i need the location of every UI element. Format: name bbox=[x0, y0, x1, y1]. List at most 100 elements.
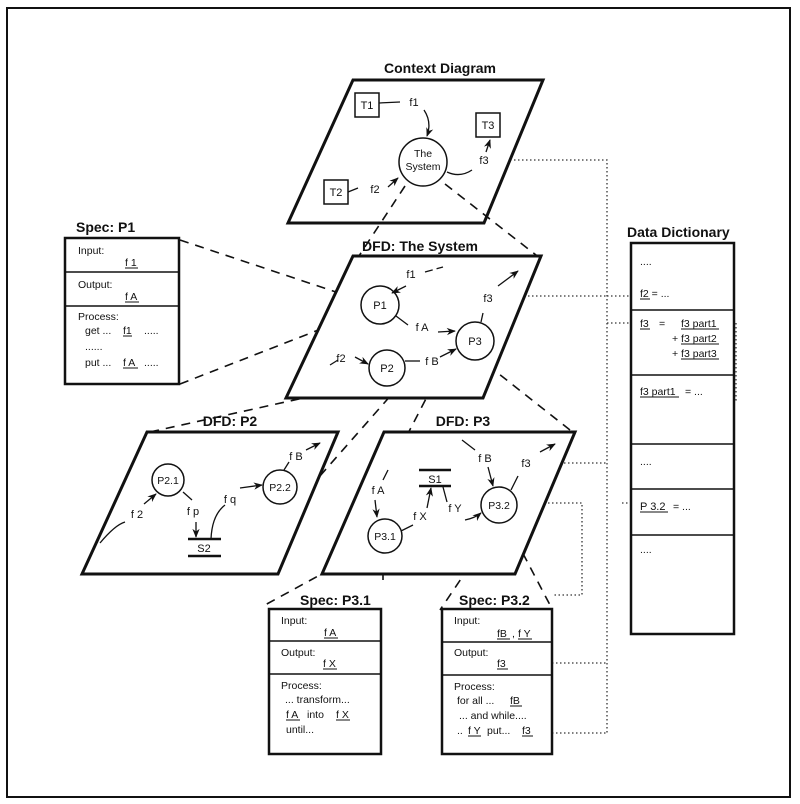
context-diagram-title: Context Diagram bbox=[384, 60, 496, 76]
flow-fa-label: f A bbox=[416, 322, 430, 334]
terminator-t3 bbox=[475, 112, 501, 138]
process-p1-label: P1 bbox=[373, 300, 386, 312]
spec-p3-1: Spec: P3.1 Input: f A Output: f X Proces… bbox=[267, 592, 383, 756]
process-p3-1 bbox=[367, 518, 403, 554]
spec-p1-output-label: Output: bbox=[78, 279, 112, 291]
spec-p3-1-line-2-ref: f A bbox=[286, 709, 298, 721]
flow-fp-label: f p bbox=[187, 506, 199, 518]
spec-p3-2-output-value: f3 bbox=[497, 658, 506, 670]
flow-f3-label: f3 bbox=[483, 293, 492, 305]
spec-p1-line-1: get ... bbox=[85, 325, 111, 337]
dfd-p3: DFD: P3 P3.1 P3.2 S1 f A f X f Y f B f3 bbox=[319, 413, 578, 576]
process-p3-1-label: P3.1 bbox=[374, 531, 396, 543]
spec-p3-2-box bbox=[440, 607, 554, 756]
spec-p1: Spec: P1 Input: f 1 Output: f A Process:… bbox=[63, 219, 181, 386]
flow-f1-label: f1 bbox=[406, 269, 415, 281]
flow-f3-label: f3 bbox=[479, 155, 488, 167]
dict-entry-f3-part1: f3 part1 bbox=[681, 318, 717, 330]
data-dictionary-title: Data Dictionary bbox=[627, 224, 730, 240]
spec-p3-1-title: Spec: P3.1 bbox=[300, 592, 371, 608]
store-s2-label: S2 bbox=[197, 543, 210, 555]
dfd-p3-title: DFD: P3 bbox=[436, 413, 491, 429]
dict-entry-f3-part3: + f3 part3 bbox=[672, 348, 717, 360]
spec-p3-2-line-3-ref: f Y bbox=[468, 725, 481, 737]
flow-fq-label: f q bbox=[224, 494, 236, 506]
spec-p1-output-value: f A bbox=[125, 291, 137, 303]
ref-line-p32-spec bbox=[520, 502, 583, 596]
flow-f3-label: f3 bbox=[521, 458, 530, 470]
process-p2-label: P2 bbox=[380, 363, 393, 375]
spec-p3-1-line-2-mid: into bbox=[307, 709, 324, 721]
spec-p3-1-output-label: Output: bbox=[281, 647, 315, 659]
dict-entry-f3-name: f3 bbox=[640, 318, 649, 330]
flow-fy-label: f Y bbox=[448, 503, 462, 515]
spec-p3-1-line-2-ref2: f X bbox=[336, 709, 349, 721]
terminator-t2-label: T2 bbox=[330, 187, 343, 199]
spec-p3-2-output-label: Output: bbox=[454, 647, 488, 659]
dict-entry-ellipsis-2: .... bbox=[640, 544, 652, 556]
spec-p3-2-input-label: Input: bbox=[454, 615, 480, 627]
spec-p1-line-3-ref: f A bbox=[123, 357, 135, 369]
dfd-p2-title: DFD: P2 bbox=[203, 413, 258, 429]
flow-fa-label: f A bbox=[372, 485, 386, 497]
spec-p1-input-label: Input: bbox=[78, 245, 104, 257]
ref-line-context-f3 bbox=[498, 159, 608, 733]
spec-p1-line-1-ref: f1 bbox=[123, 325, 132, 337]
spec-p3-1-line-1: ... transform... bbox=[285, 694, 350, 706]
spec-p1-box bbox=[63, 236, 181, 386]
data-dictionary-box bbox=[629, 241, 736, 636]
dfd-system-title: DFD: The System bbox=[362, 238, 478, 254]
spec-p1-line-3: put ... bbox=[85, 357, 111, 369]
spec-p3-1-input-value: f A bbox=[324, 627, 336, 639]
spec-p3-2: Spec: P3.2 Input: fB , f Y Output: f3 Pr… bbox=[440, 592, 554, 756]
spec-p3-1-process-label: Process: bbox=[281, 680, 322, 692]
flow-f2-label: f 2 bbox=[131, 509, 143, 521]
store-s1-label: S1 bbox=[428, 474, 441, 486]
dict-entry-f3-eq: = bbox=[659, 318, 665, 330]
spec-p1-line-3-post: ..... bbox=[144, 357, 159, 369]
spec-p3-2-process-label: Process: bbox=[454, 681, 495, 693]
flow-fb-label: f B bbox=[289, 451, 302, 463]
process-p2-1-label: P2.1 bbox=[157, 475, 179, 487]
outer-frame bbox=[6, 7, 791, 798]
terminator-t1 bbox=[354, 92, 380, 118]
spec-p1-line-2: ...... bbox=[85, 341, 103, 353]
spec-p3-2-input-sep: , bbox=[512, 628, 515, 640]
spec-p3-1-input-label: Input: bbox=[281, 615, 307, 627]
process-the-system bbox=[398, 137, 448, 187]
process-the-system-label-2: System bbox=[405, 161, 440, 173]
spec-p3-2-line-3-pre: .. bbox=[457, 725, 463, 737]
spec-p3-2-line-2: ... and while.... bbox=[459, 710, 527, 722]
process-p1 bbox=[360, 285, 400, 325]
dict-entry-f3-part2: + f3 part2 bbox=[672, 333, 717, 345]
dict-entry-ellipsis-1: .... bbox=[640, 456, 652, 468]
dfd-the-system: DFD: The System P1 P2 P3 f1 f A f2 f B f… bbox=[283, 238, 544, 400]
process-p2-2 bbox=[262, 469, 298, 505]
flow-f2-label: f2 bbox=[370, 184, 379, 196]
process-p3-2-label: P3.2 bbox=[488, 500, 510, 512]
spec-p1-line-1-post: ..... bbox=[144, 325, 159, 337]
terminator-t1-label: T1 bbox=[361, 100, 374, 112]
process-p3-2 bbox=[480, 486, 518, 524]
context-diagram: Context Diagram T1 T3 T2 The System f1 f… bbox=[285, 60, 546, 225]
process-p3-label: P3 bbox=[468, 336, 481, 348]
flow-fb-label: f B bbox=[425, 356, 438, 368]
spec-p3-2-line-1: for all ... bbox=[457, 695, 494, 707]
process-p2-2-label: P2.2 bbox=[269, 482, 291, 494]
spec-p1-input-value: f 1 bbox=[125, 257, 137, 269]
flow-fb-label: f B bbox=[478, 453, 491, 465]
process-p2-1 bbox=[151, 463, 185, 497]
dict-entry-f3-part1-eq: = ... bbox=[685, 386, 703, 398]
dict-entry-1-line-1: .... bbox=[640, 256, 652, 268]
spec-p3-2-input-value-2: f Y bbox=[518, 628, 531, 640]
spec-p3-1-line-3: until... bbox=[286, 724, 314, 736]
spec-p3-2-line-1-ref: fB bbox=[510, 695, 520, 707]
dict-entry-f3-part1-name: f3 part1 bbox=[640, 386, 676, 398]
process-the-system-label-1: The bbox=[414, 148, 432, 160]
spec-p1-process-label: Process: bbox=[78, 311, 119, 323]
dfd-p2-plane bbox=[79, 430, 341, 576]
flow-f2-label: f2 bbox=[336, 353, 345, 365]
spec-p3-2-line-3-ref2: f3 bbox=[522, 725, 531, 737]
flow-f1-label: f1 bbox=[409, 97, 418, 109]
